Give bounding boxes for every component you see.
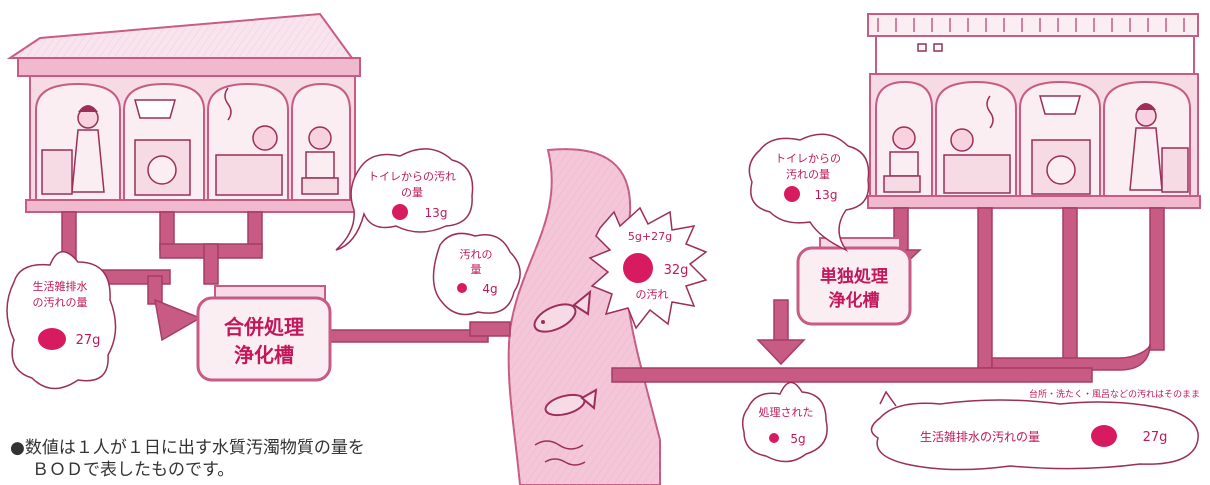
washing-machine-icon [134, 99, 191, 196]
person-on-toilet-icon [883, 126, 921, 193]
bubble-wastewater-left: 生活雑排水 の汚れの量 27g [6, 251, 117, 390]
fish-icon [533, 289, 592, 333]
tank-label-line1: 合併処理 [224, 315, 304, 339]
bubble-value: 13g [425, 206, 448, 220]
tank-label-line2: 浄化槽 [234, 343, 294, 367]
pollution-dot [457, 283, 467, 293]
bubble-value: 13g [815, 188, 838, 202]
caption-line2: ＢＯＤで表したものです。 [32, 460, 235, 480]
right-house [867, 13, 1201, 209]
pollution-dot [784, 186, 800, 202]
pollution-dot [392, 204, 408, 220]
bubble-river-total: 5g+27g 32g の汚れ [588, 206, 708, 330]
bubble-line2: 汚れの量 [786, 168, 830, 181]
pollution-dot [623, 253, 653, 283]
bubble-toilet-right: トイレからの 汚れの量 13g [748, 133, 870, 252]
bubble-line1: トイレからの汚れ [368, 170, 456, 183]
tank-label-line1: 単独処理 [820, 266, 888, 287]
caption: ●数値は１人が１日に出す水質汚濁物質の量を ＢＯＤで表したものです。 [10, 437, 365, 481]
bubble-line2: の量 [401, 186, 423, 199]
bubble-line1: 5g+27g [628, 230, 672, 243]
pollution-dot [38, 328, 66, 350]
bubble-value: 27g [1143, 430, 1168, 445]
bubble-line2: の汚れの量 [33, 296, 88, 309]
bubble-line1: トイレからの [775, 152, 841, 165]
bubble-line2: の汚れ [636, 288, 669, 301]
bubble-line2: 量 [471, 263, 482, 276]
single-septic-tank: 単独処理 浄化槽 [796, 237, 912, 326]
bubble-outflow: 汚れの 量 4g [432, 232, 521, 316]
bubble-line1: 汚れの [460, 248, 493, 261]
bubble-line1: 生活雑排水 [33, 279, 88, 293]
person-in-bath-icon [943, 95, 1011, 194]
woman-at-sink-icon [1129, 103, 1189, 193]
washing-machine-icon [1031, 95, 1091, 195]
bubble-wastewater-right: 生活雑排水の汚れの量 27g [870, 390, 1199, 471]
combined-septic-tank: 合併処理 浄化槽 [196, 285, 332, 382]
bubble-value: 32g [664, 263, 689, 278]
right-drain-pipes [611, 207, 1165, 383]
left-house [6, 12, 361, 213]
pollution-dot [1091, 425, 1117, 447]
note-untreated: 台所・洗たく・風呂などの汚れはそのまま [1029, 388, 1200, 400]
person-on-toilet-icon [301, 126, 339, 195]
bubble-toilet-left: トイレからの汚れ の量 13g [335, 148, 474, 251]
tank-label-line2: 浄化槽 [829, 290, 880, 311]
bubble-value: 27g [76, 333, 101, 348]
woman-at-sink-icon [41, 105, 105, 195]
bubble-treated: 処理された 5g [741, 381, 828, 463]
pollution-dot [769, 433, 779, 443]
bubble-line1: 処理された [759, 406, 814, 419]
bubble-value: 4g [482, 282, 497, 296]
person-in-bath-icon [215, 87, 283, 196]
caption-line1: ●数値は１人が１日に出す水質汚濁物質の量を [10, 438, 365, 458]
bubble-value: 5g [790, 432, 805, 446]
fish-icon [544, 388, 598, 417]
bubble-line1: 生活雑排水の汚れの量 [920, 429, 1040, 444]
